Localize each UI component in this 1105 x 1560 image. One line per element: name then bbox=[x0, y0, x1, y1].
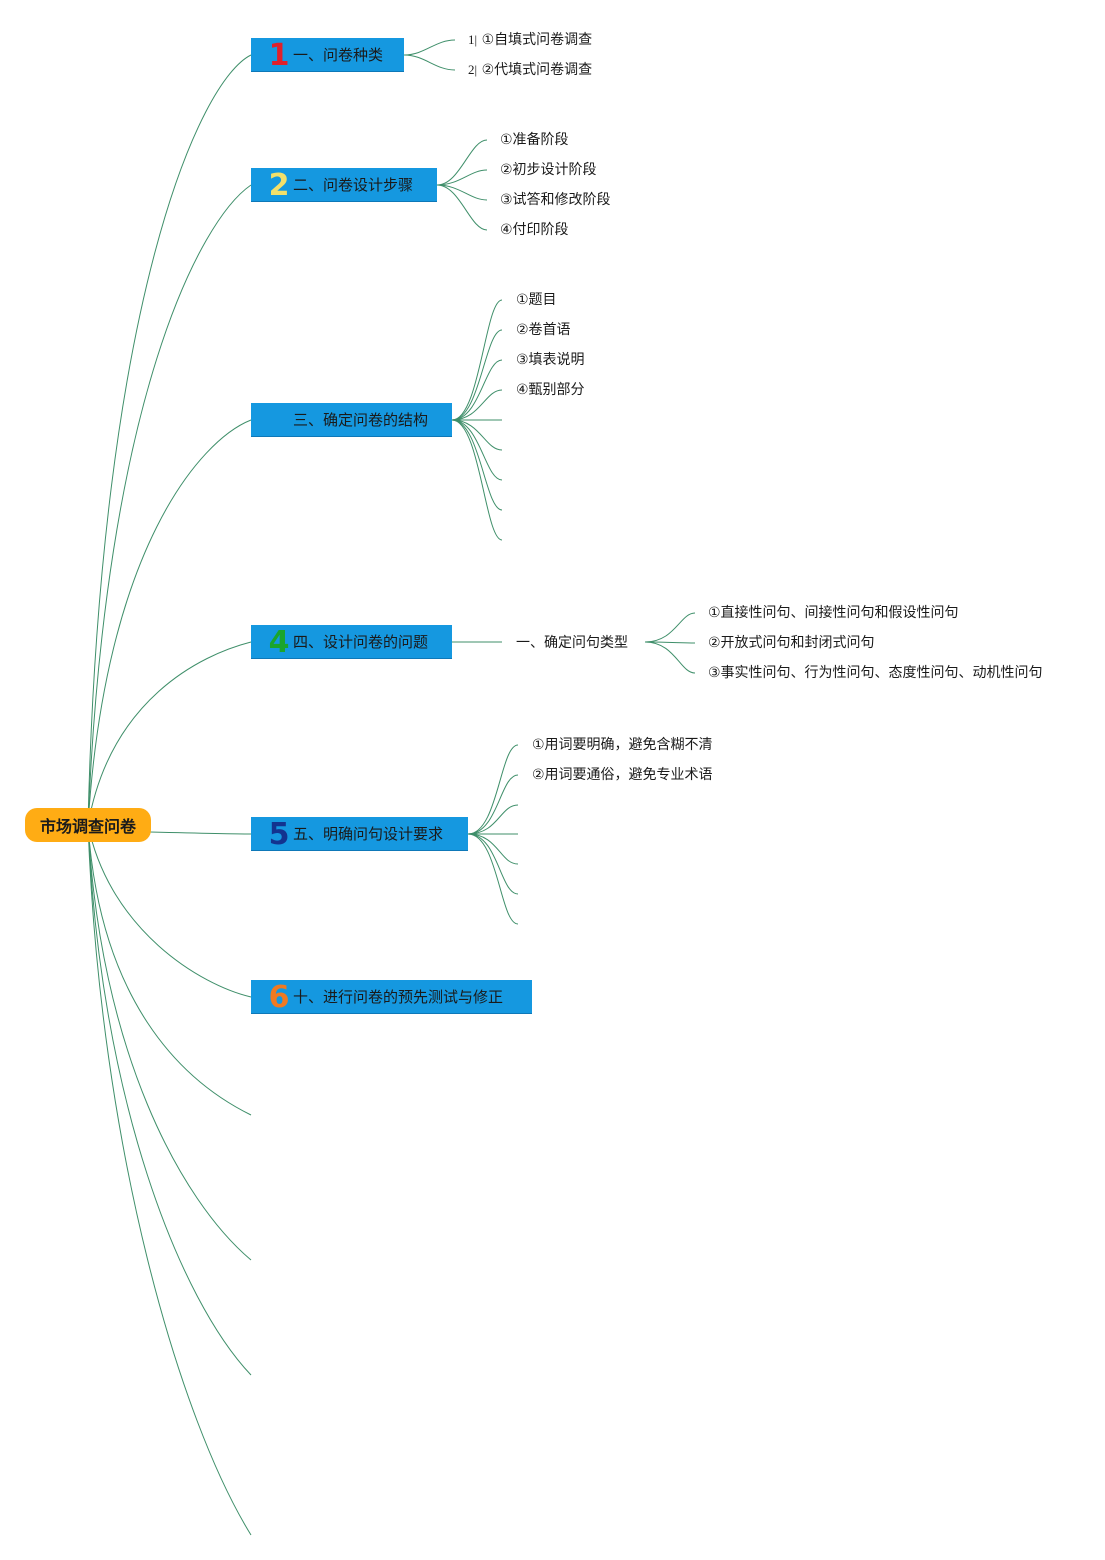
number-1-icon: 1 bbox=[268, 38, 290, 73]
link-b3-empty-4 bbox=[451, 419, 503, 511]
link-root-empty-2 bbox=[87, 824, 252, 1261]
link-b2-leaf-3 bbox=[436, 184, 488, 201]
branch-2-leaf-2[interactable]: ②初步设计阶段 bbox=[500, 162, 597, 178]
number-5-icon: 5 bbox=[268, 817, 290, 852]
link-b5-leaf-2 bbox=[467, 774, 519, 835]
link-b3-leaf-2 bbox=[451, 329, 503, 421]
branch-1-leaf-1[interactable]: 1| ①自填式问卷调查 bbox=[468, 31, 592, 49]
link-root-branch-2 bbox=[87, 184, 252, 826]
link-b2-leaf-4 bbox=[436, 184, 488, 231]
link-b5-leaf-1 bbox=[467, 744, 519, 835]
branch-5-label: 五、明确问句设计要求 bbox=[293, 825, 444, 843]
branch-4-sub-leaf-3[interactable]: ③事实性问句、行为性问句、态度性问句、动机性问句 bbox=[708, 665, 1043, 681]
branch-1[interactable]: 1 一、问卷种类 bbox=[251, 38, 404, 73]
branch-3-leaf-3[interactable]: ③填表说明 bbox=[516, 352, 585, 368]
branch-2-leaf-1[interactable]: ①准备阶段 bbox=[500, 132, 569, 148]
branch-4-sub-leaf-2[interactable]: ②开放式问句和封闭式问句 bbox=[708, 635, 875, 651]
link-root-branch-5 bbox=[149, 831, 252, 835]
number-2-icon: 2 bbox=[268, 168, 290, 203]
branch-4-subtopic[interactable]: 一、确定问句类型 bbox=[516, 635, 628, 651]
link-root-branch-6 bbox=[87, 824, 252, 998]
root-topic[interactable]: 市场调查问卷 bbox=[25, 808, 151, 842]
branch-1-leaf-2[interactable]: 2| ②代填式问卷调查 bbox=[468, 61, 592, 79]
leaf-index: 2| bbox=[468, 62, 478, 77]
branch-4[interactable]: 4 四、设计问卷的问题 bbox=[251, 625, 452, 660]
number-3-icon bbox=[267, 403, 291, 437]
number-4-icon: 4 bbox=[268, 625, 290, 660]
branch-5-leaf-1[interactable]: ①用词要明确，避免含糊不清 bbox=[532, 737, 713, 753]
link-b3-leaf-4 bbox=[451, 389, 503, 421]
link-b5-empty-5 bbox=[467, 833, 519, 925]
link-root-branch-4 bbox=[87, 641, 252, 826]
link-b1-leaf-2 bbox=[403, 54, 456, 71]
link-b3-leaf-1 bbox=[451, 299, 503, 421]
branch-3[interactable]: 三、确定问卷的结构 bbox=[251, 403, 452, 437]
branch-2-leaf-4[interactable]: ④付印阶段 bbox=[500, 222, 569, 238]
link-b3-empty-3 bbox=[451, 419, 503, 481]
branch-2[interactable]: 2 二、问卷设计步骤 bbox=[251, 168, 437, 203]
branch-5-leaf-2[interactable]: ②用词要通俗，避免专业术语 bbox=[532, 767, 713, 783]
link-root-empty-3 bbox=[87, 824, 252, 1376]
link-b2-leaf-1 bbox=[436, 139, 488, 186]
link-b2-leaf-2 bbox=[436, 169, 488, 186]
link-b5-empty-4 bbox=[467, 833, 519, 895]
branch-3-leaf-4[interactable]: ④甄别部分 bbox=[516, 382, 585, 398]
leaf-label: ②代填式问卷调查 bbox=[481, 62, 593, 78]
link-b5-empty-1 bbox=[467, 804, 519, 835]
branch-2-label: 二、问卷设计步骤 bbox=[293, 176, 414, 194]
link-b4-subleaf-1 bbox=[644, 612, 696, 643]
link-root-branch-3 bbox=[87, 419, 252, 826]
branch-3-leaf-2[interactable]: ②卷首语 bbox=[516, 322, 571, 338]
branch-3-label: 三、确定问卷的结构 bbox=[293, 411, 429, 429]
link-b3-empty-2 bbox=[451, 419, 503, 451]
link-b3-leaf-3 bbox=[451, 359, 503, 421]
branch-2-leaf-3[interactable]: ③试答和修改阶段 bbox=[500, 192, 611, 208]
branch-4-sub-leaf-1[interactable]: ①直接性问句、间接性问句和假设性问句 bbox=[708, 605, 959, 621]
branch-6-label: 十、进行问卷的预先测试与修正 bbox=[293, 988, 504, 1006]
link-root-empty-1 bbox=[87, 824, 252, 1116]
branch-6[interactable]: 6 十、进行问卷的预先测试与修正 bbox=[251, 980, 532, 1015]
link-b1-leaf-1 bbox=[403, 39, 456, 56]
branch-5[interactable]: 5 五、明确问句设计要求 bbox=[251, 817, 468, 852]
branch-3-leaf-1[interactable]: ①题目 bbox=[516, 292, 557, 308]
link-root-empty-4 bbox=[87, 824, 252, 1536]
leaf-label: ①自填式问卷调查 bbox=[481, 32, 593, 48]
leaf-index: 1| bbox=[468, 32, 478, 47]
link-b4-subleaf-3 bbox=[644, 641, 696, 674]
link-root-branch-1 bbox=[87, 54, 252, 826]
number-6-icon: 6 bbox=[268, 980, 290, 1015]
link-b5-empty-3 bbox=[467, 833, 519, 865]
branch-4-label: 四、设计问卷的问题 bbox=[293, 633, 429, 651]
link-b3-empty-5 bbox=[451, 419, 503, 541]
branch-1-label: 一、问卷种类 bbox=[293, 46, 384, 64]
